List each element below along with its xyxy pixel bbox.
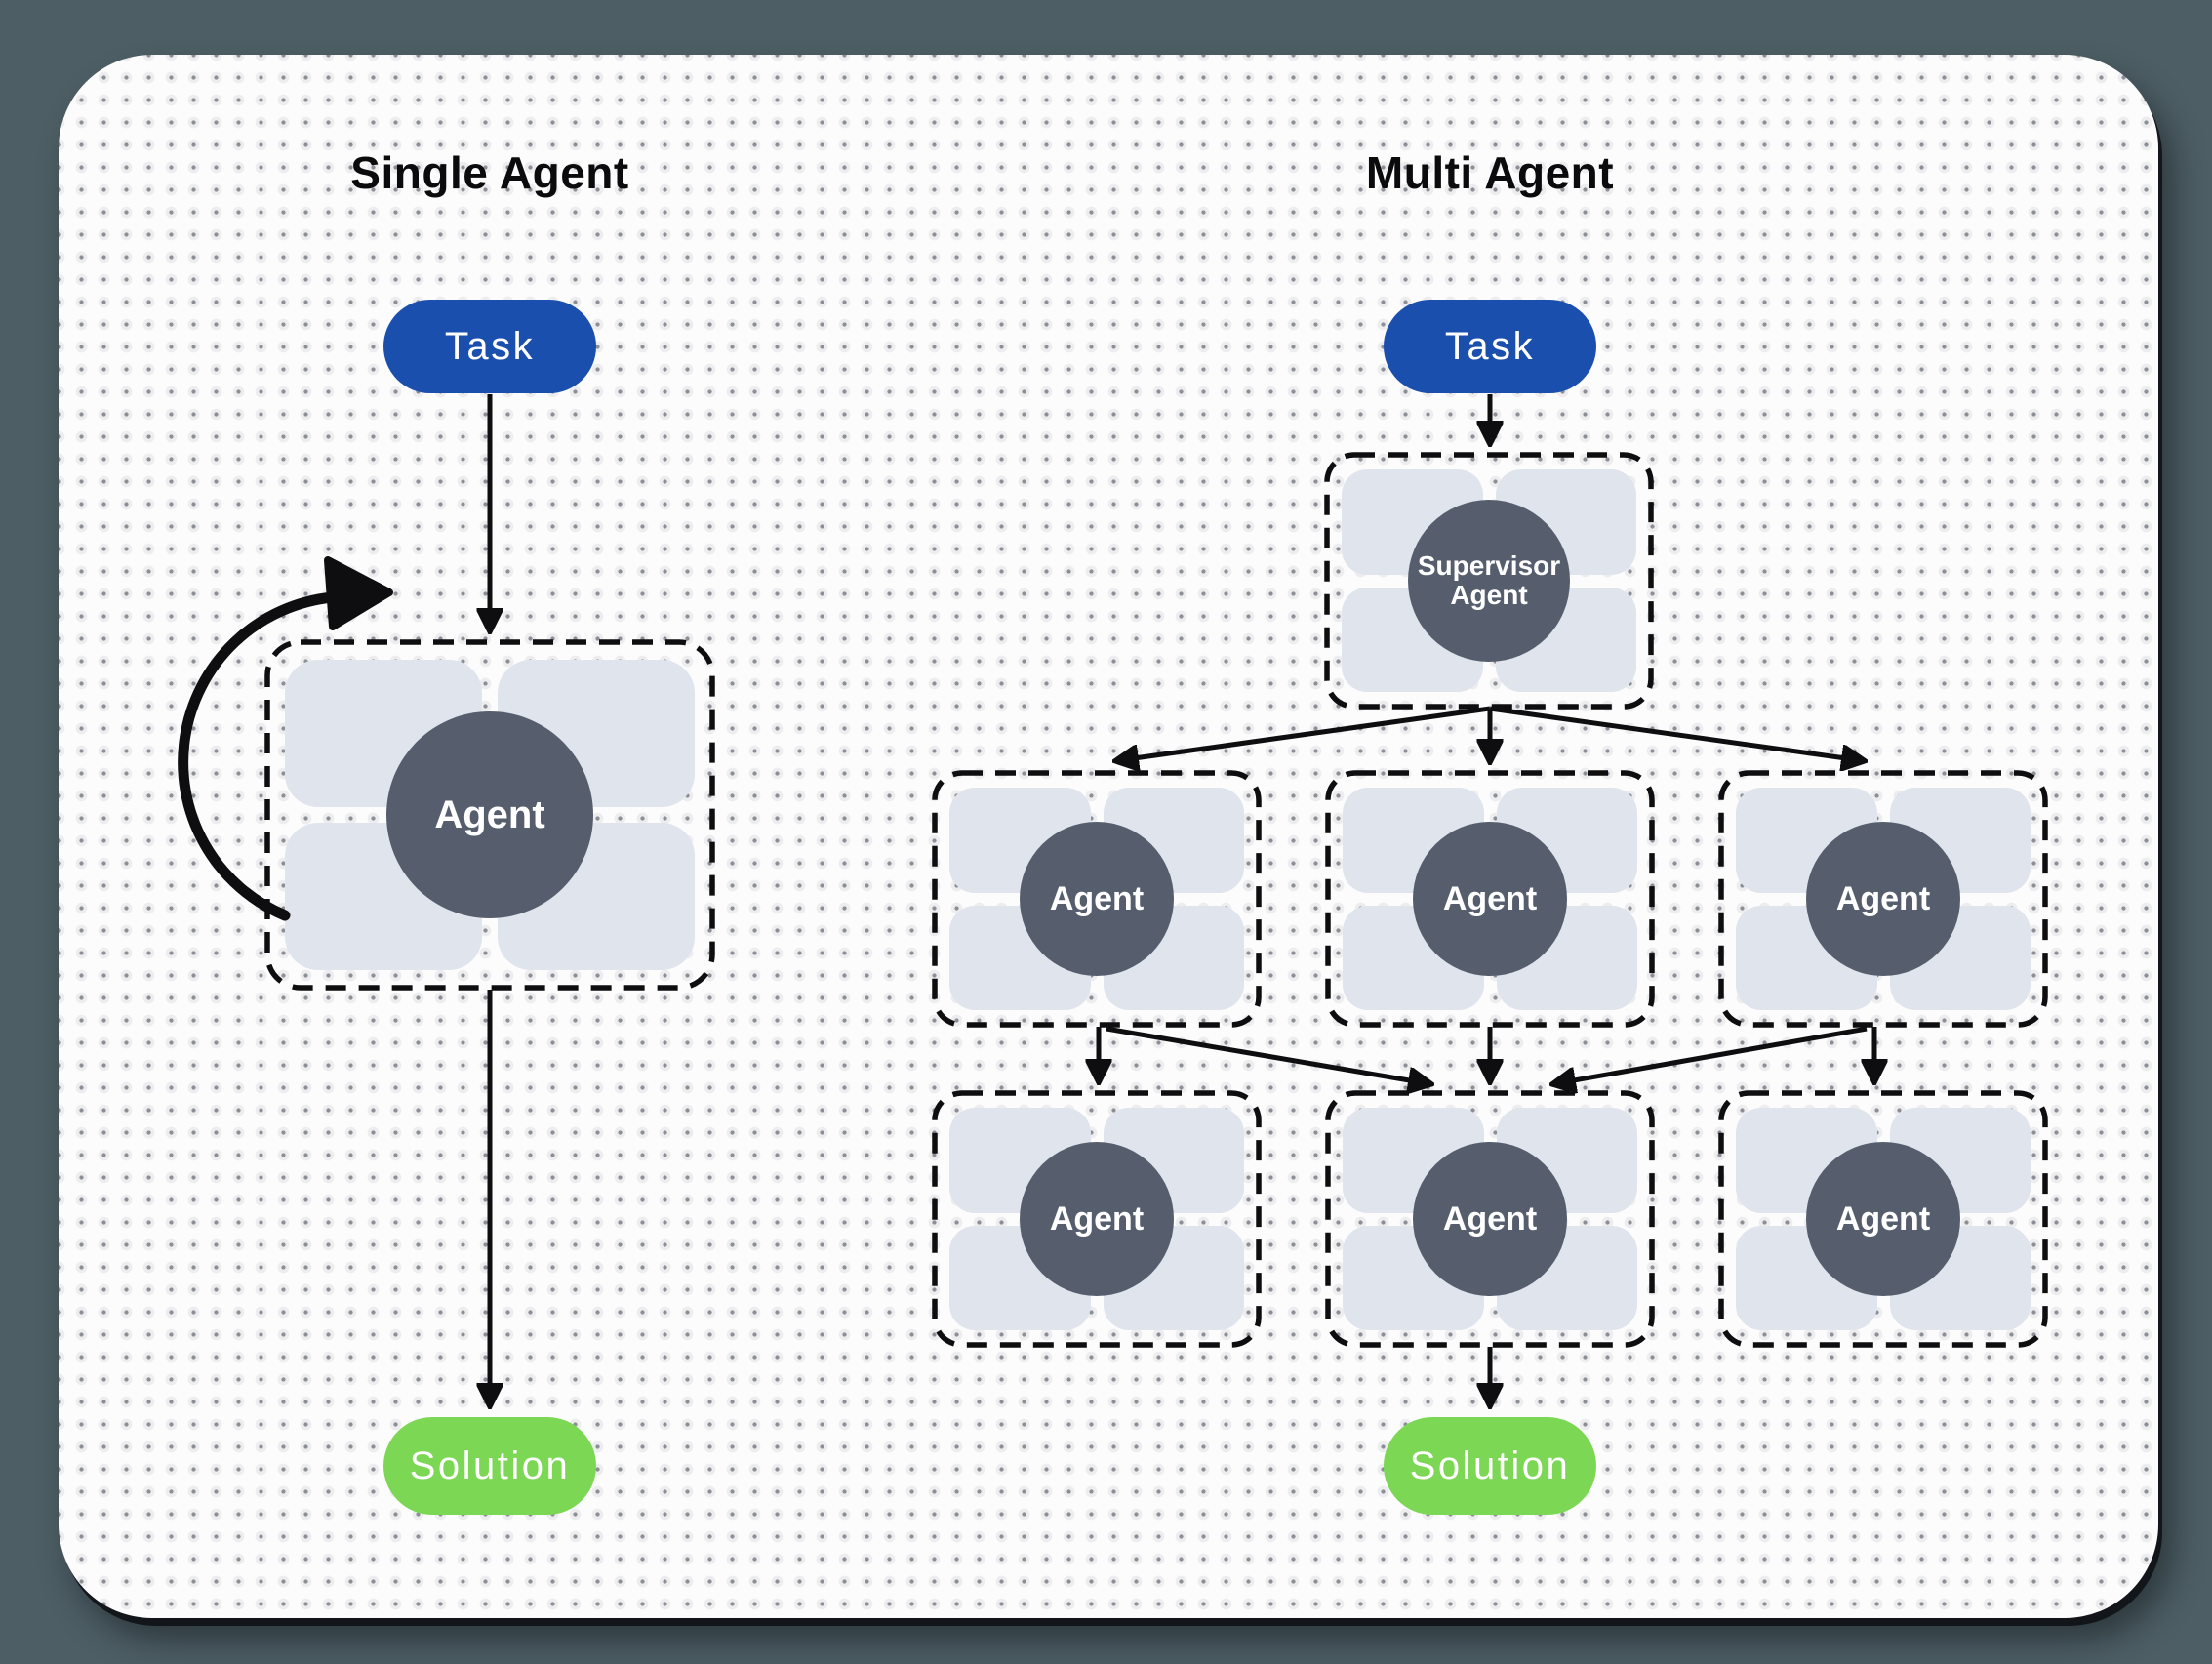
- worker-agent-box-mid-center: Agent: [1328, 773, 1652, 1025]
- single-solution-label: Solution: [409, 1443, 571, 1487]
- supervisor-label-line2: Agent: [1450, 580, 1528, 610]
- worker-agent-box-bottom-center: Agent: [1328, 1093, 1652, 1345]
- worker-agent-circle: Agent: [1020, 1142, 1174, 1296]
- single-task-pill: Task: [383, 300, 596, 393]
- multi-solution-pill: Solution: [1384, 1417, 1596, 1515]
- multi-task-pill: Task: [1384, 300, 1596, 393]
- worker-agent-label: Agent: [1835, 879, 1931, 917]
- single-agent-circle: Agent: [386, 711, 593, 918]
- single-agent-box: Agent: [267, 642, 712, 988]
- single-agent-label: Agent: [434, 792, 545, 836]
- single-task-label: Task: [444, 324, 536, 368]
- worker-agent-box-mid-right: Agent: [1721, 773, 2045, 1025]
- supervisor-agent-circle: Supervisor Agent: [1408, 500, 1570, 662]
- worker-agent-label: Agent: [1442, 879, 1538, 917]
- worker-agent-circle: Agent: [1020, 822, 1174, 976]
- worker-agent-circle: Agent: [1413, 822, 1567, 976]
- worker-agent-box-mid-left: Agent: [935, 773, 1259, 1025]
- worker-agent-circle: Agent: [1806, 1142, 1960, 1296]
- multi-agent-title: Multi Agent: [1365, 147, 1615, 198]
- multi-task-label: Task: [1444, 324, 1536, 368]
- worker-agent-label: Agent: [1835, 1199, 1931, 1238]
- worker-agent-circle: Agent: [1413, 1142, 1567, 1296]
- single-agent-title: Single Agent: [350, 147, 629, 198]
- worker-agent-label: Agent: [1049, 879, 1145, 917]
- worker-agent-label: Agent: [1049, 1199, 1145, 1238]
- worker-agent-box-bottom-right: Agent: [1721, 1093, 2045, 1345]
- worker-agent-label: Agent: [1442, 1199, 1538, 1238]
- supervisor-label-line1: Supervisor: [1417, 550, 1561, 582]
- multi-solution-label: Solution: [1409, 1443, 1571, 1487]
- single-solution-pill: Solution: [383, 1417, 596, 1515]
- supervisor-agent-box: Supervisor Agent: [1327, 455, 1651, 707]
- worker-agent-circle: Agent: [1806, 822, 1960, 976]
- diagram-card: Single Agent Multi Agent Task Agent Solu…: [59, 55, 2158, 1618]
- worker-agent-box-bottom-left: Agent: [935, 1093, 1259, 1345]
